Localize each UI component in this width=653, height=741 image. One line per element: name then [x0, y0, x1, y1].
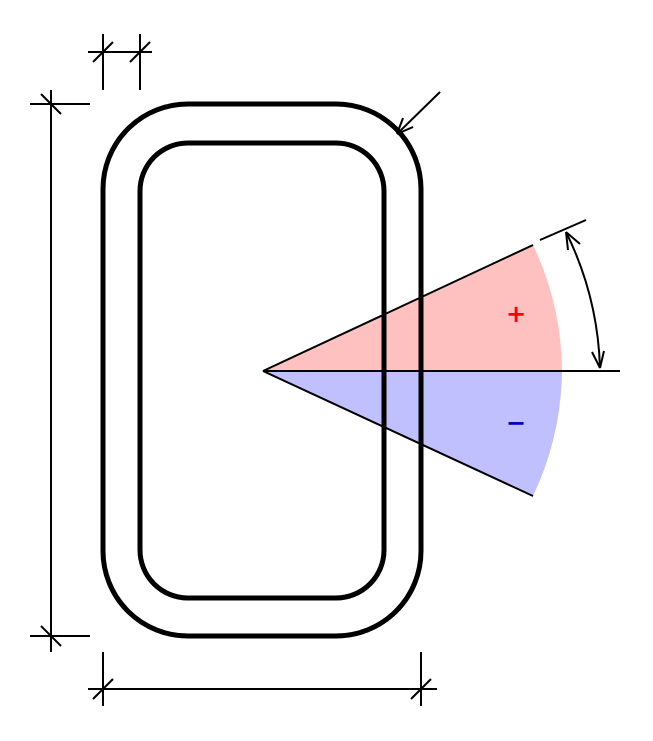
- width-tick-left: [92, 678, 114, 700]
- lower-angle-ray: [262, 370, 534, 497]
- height-tick-bottom: [40, 625, 62, 647]
- thickness-tick-left: [92, 41, 114, 63]
- angle-dimension-arc: [565, 231, 601, 369]
- width-tick-right: [410, 678, 432, 700]
- upper-ray-extension: [539, 219, 587, 241]
- wall-leader-arrowhead: [396, 117, 414, 135]
- angle-arrowhead-top: [565, 231, 581, 251]
- negative-sign-label: −: [506, 409, 526, 437]
- positive-angle-sector: [263, 245, 562, 371]
- height-tick-top: [40, 93, 62, 115]
- negative-angle-sector: [263, 371, 562, 496]
- thickness-tick-right: [129, 41, 151, 63]
- angle-arrowhead-bottom: [591, 350, 605, 369]
- wall-leader-line: [397, 91, 441, 134]
- upper-angle-ray: [262, 244, 534, 372]
- positive-sign-label: +: [506, 300, 526, 328]
